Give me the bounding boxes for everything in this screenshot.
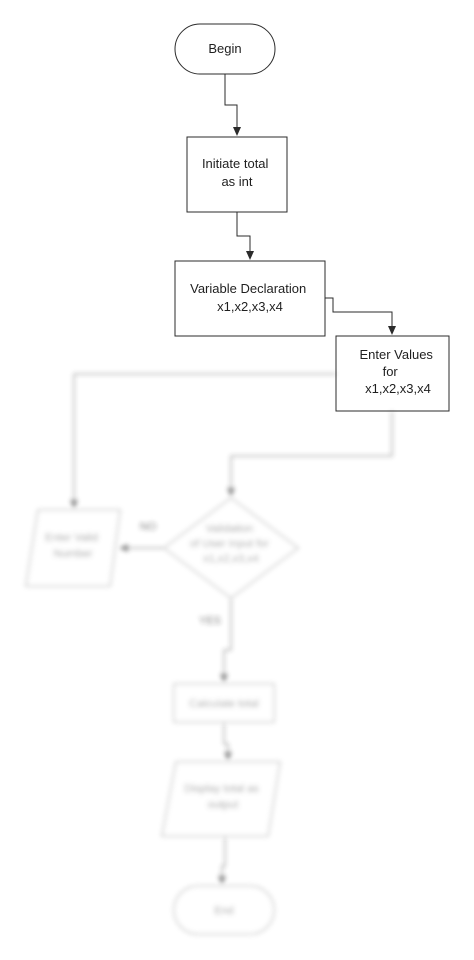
calculate-total-node: Calculate total [173,683,275,723]
initiate-total-label: Initiate total as int [202,156,272,189]
edge-initiate-to-declaration [236,212,254,260]
edge-validation-yes [220,598,232,683]
edge-declaration-to-enter-values [325,297,396,335]
validation-label: Validation of User Input for x1,x2,x3,x4 [190,523,272,565]
display-total-node: Display total as output [161,761,281,837]
edge-display-to-end [218,836,226,885]
variable-declaration-label: Variable Declaration x1,x2,x3,x4 [190,281,310,314]
end-node: End [173,885,275,935]
edge-enter-values-to-valid-number [70,373,336,509]
edge-begin-to-initiate [224,74,241,136]
enter-values-label: Enter Values for x1,x2,x3,x4 [359,347,436,396]
end-label: End [214,905,234,917]
enter-valid-number-label: Enter Valid Number [45,532,101,560]
edge-calculate-to-display [223,722,232,761]
display-total-label: Display total as output [184,783,262,811]
yes-label: YES [199,615,221,627]
begin-label: Begin [208,41,241,56]
validation-node: Validation of User Input for x1,x2,x3,x4 [163,497,299,599]
begin-node: Begin [174,23,276,75]
enter-valid-number-node: Enter Valid Number [25,509,121,587]
no-label: NO [140,521,157,533]
enter-values-node: Enter Values for x1,x2,x3,x4 [335,335,450,412]
calculate-total-label: Calculate total [189,698,259,710]
blurred-lower-section: Validation of User Input for x1,x2,x3,x4… [25,373,393,935]
variable-declaration-node: Variable Declaration x1,x2,x3,x4 [174,260,326,337]
initiate-total-node: Initiate total as int [186,136,288,213]
edge-enter-values-to-validation [227,411,393,497]
